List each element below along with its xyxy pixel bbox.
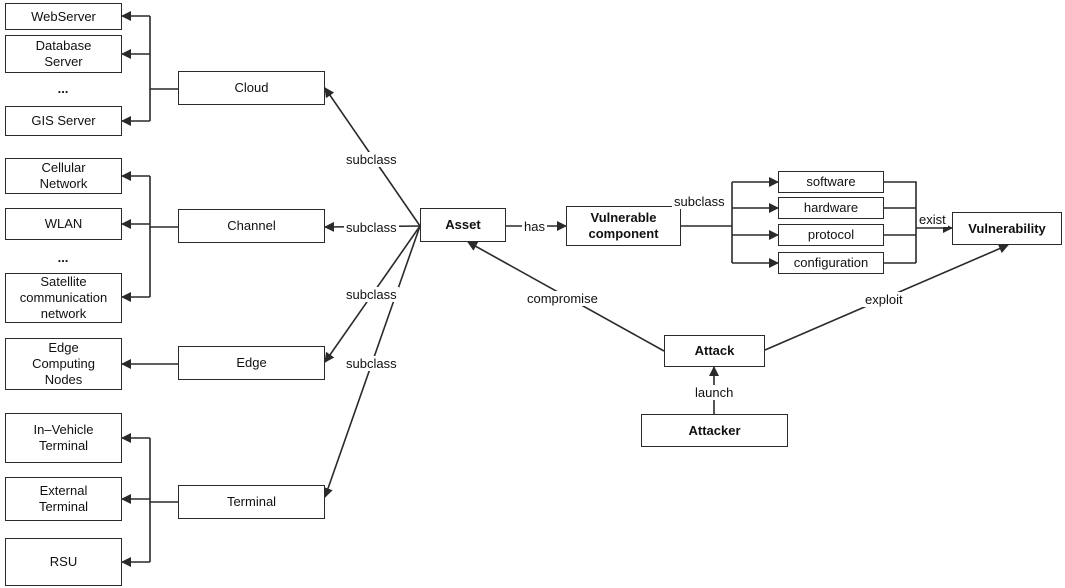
edge-label-subclass-cloud: subclass [344,152,399,167]
edge-label-has: has [522,219,547,234]
node-channel: Channel [178,209,325,243]
node-vulnerability: Vulnerability [952,212,1062,245]
node-rsu: RSU [5,538,122,586]
connector-channel-bus [149,176,178,228]
connector-exist-bus [884,181,917,264]
node-cloud: Cloud [178,71,325,105]
node-vulnerable-component: Vulnerable component [566,206,681,246]
node-asset: Asset [420,208,506,242]
node-software: software [778,171,884,193]
node-configuration: configuration [778,252,884,274]
node-terminal: Terminal [178,485,325,519]
node-gis-server: GIS Server [5,106,122,136]
edge-label-subclass-channel: subclass [344,220,399,235]
node-edge-computing-nodes: Edge Computing Nodes [5,338,122,390]
edge-label-subclass-edge: subclass [344,287,399,302]
node-webserver: WebServer [5,3,122,30]
node-in-vehicle-terminal: In–Vehicle Terminal [5,413,122,463]
node-external-terminal: External Terminal [5,477,122,521]
node-hardware: hardware [778,197,884,219]
edge-label-subclass-terminal: subclass [344,356,399,371]
node-attacker: Attacker [641,414,788,447]
edge-label-exploit: exploit [863,292,905,307]
node-satellite-network: Satellite communication network [5,273,122,323]
edge-label-exist: exist [917,212,948,227]
connector-terminal-bus [149,438,178,503]
edge-label-compromise: compromise [525,291,600,306]
connector-cloud-bus [149,16,178,90]
edge-label-launch: launch [693,385,736,400]
node-cellular-network: Cellular Network [5,158,122,194]
node-attack: Attack [664,335,765,367]
node-edge: Edge [178,346,325,380]
ellipsis-channel: ... [57,250,69,265]
connector-component-bus [681,182,733,263]
edge-label-subclass-component: subclass [672,194,727,209]
node-wlan: WLAN [5,208,122,240]
node-protocol: protocol [778,224,884,246]
node-database-server: Database Server [5,35,122,73]
ellipsis-cloud: ... [57,81,69,96]
